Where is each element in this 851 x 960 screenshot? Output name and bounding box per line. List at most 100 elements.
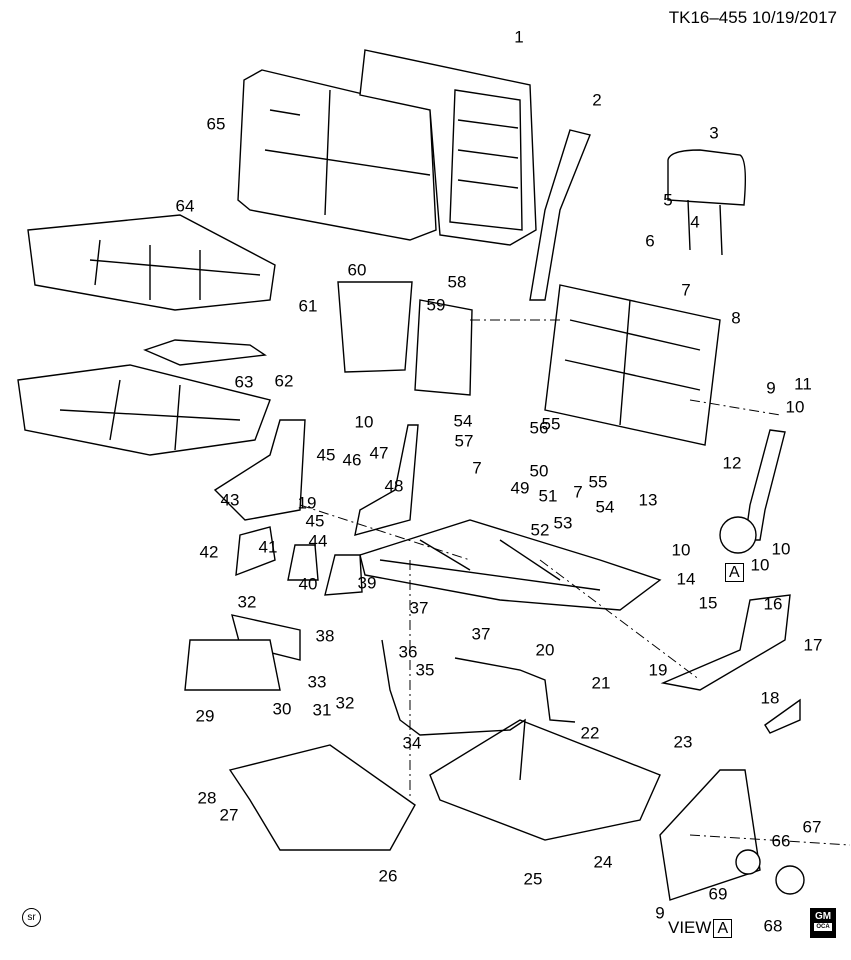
callout-14: 14 bbox=[676, 569, 696, 589]
callout-2: 2 bbox=[592, 90, 602, 110]
view-ref-box: A bbox=[713, 918, 733, 938]
hinge-bracket-part bbox=[354, 424, 419, 536]
callout-37: 37 bbox=[471, 624, 491, 644]
panel-38-part bbox=[231, 614, 301, 661]
callout-8: 8 bbox=[731, 308, 741, 328]
callout-22: 22 bbox=[580, 723, 600, 743]
callout-30: 30 bbox=[272, 699, 292, 719]
callout-7: 7 bbox=[681, 280, 691, 300]
callout-19: 19 bbox=[648, 660, 668, 680]
headrest-part bbox=[667, 149, 747, 206]
callout-39: 39 bbox=[357, 573, 377, 593]
cover-42-part bbox=[235, 526, 276, 577]
callout-53: 53 bbox=[553, 513, 573, 533]
callout-66: 66 bbox=[771, 831, 791, 851]
callout-10: 10 bbox=[354, 412, 374, 432]
view-prefix: VIEW bbox=[668, 918, 712, 937]
callout-69: 69 bbox=[708, 884, 728, 904]
callout-56: 56 bbox=[529, 418, 549, 438]
detail-reference-a: A bbox=[725, 563, 744, 582]
callout-29: 29 bbox=[195, 706, 215, 726]
callout-28: 28 bbox=[197, 788, 217, 808]
callout-43: 43 bbox=[220, 490, 240, 510]
callout-62: 62 bbox=[274, 371, 294, 391]
callout-37: 37 bbox=[409, 598, 429, 618]
callout-60: 60 bbox=[347, 260, 367, 280]
callout-9: 9 bbox=[766, 378, 776, 398]
callout-7: 7 bbox=[472, 458, 482, 478]
callout-47: 47 bbox=[369, 443, 389, 463]
armrest-panel-part bbox=[337, 281, 413, 373]
callout-57: 57 bbox=[454, 431, 474, 451]
callout-1: 1 bbox=[514, 27, 524, 47]
callout-35: 35 bbox=[415, 660, 435, 680]
seat-frame-part bbox=[359, 519, 662, 611]
seatback-pad-part bbox=[359, 49, 537, 246]
callout-18: 18 bbox=[760, 688, 780, 708]
seatback-cover-part bbox=[237, 69, 437, 241]
heater-pad-part bbox=[143, 339, 267, 366]
callout-61: 61 bbox=[298, 296, 318, 316]
callout-24: 24 bbox=[593, 852, 613, 872]
callout-9: 9 bbox=[655, 903, 665, 923]
callout-68: 68 bbox=[763, 916, 783, 936]
callout-58: 58 bbox=[447, 272, 467, 292]
callout-10: 10 bbox=[750, 555, 770, 575]
callout-45: 45 bbox=[305, 511, 325, 531]
callout-5: 5 bbox=[663, 190, 673, 210]
cover-39-part bbox=[324, 554, 363, 596]
side-shield-part bbox=[213, 419, 306, 521]
handle-17-part bbox=[764, 698, 801, 734]
callout-16: 16 bbox=[763, 594, 783, 614]
callout-21: 21 bbox=[591, 673, 611, 693]
outer-trim-16-part bbox=[660, 594, 791, 691]
seat-cushion-pad-part bbox=[17, 364, 271, 456]
cable-34-part bbox=[381, 639, 526, 781]
callout-36: 36 bbox=[398, 642, 418, 662]
seat-cushion-cover-part bbox=[27, 214, 276, 311]
callout-10: 10 bbox=[671, 540, 691, 560]
document-id: TK16–455 bbox=[668, 8, 748, 27]
cover-30-part bbox=[184, 639, 281, 691]
callout-33: 33 bbox=[307, 672, 327, 692]
sr-badge: sr bbox=[22, 908, 41, 927]
callout-31: 31 bbox=[312, 700, 332, 720]
callout-15: 15 bbox=[698, 593, 718, 613]
callout-19: 19 bbox=[297, 493, 317, 513]
callout-48: 48 bbox=[384, 476, 404, 496]
callout-42: 42 bbox=[199, 542, 219, 562]
callout-45: 45 bbox=[316, 445, 336, 465]
callout-17: 17 bbox=[803, 635, 823, 655]
view-a-caption: VIEW A bbox=[668, 918, 733, 938]
callout-4: 4 bbox=[690, 212, 700, 232]
callout-6: 6 bbox=[645, 231, 655, 251]
callout-34: 34 bbox=[402, 733, 422, 753]
document-header: TK16–455 10/19/2017 bbox=[669, 8, 837, 28]
callout-40: 40 bbox=[298, 574, 318, 594]
bracket-40-part bbox=[287, 544, 319, 581]
callout-65: 65 bbox=[206, 114, 226, 134]
seat-belt-part bbox=[529, 129, 591, 301]
callout-54: 54 bbox=[453, 411, 473, 431]
callout-63: 63 bbox=[234, 372, 254, 392]
callout-13: 13 bbox=[638, 490, 658, 510]
document-date: 10/19/2017 bbox=[751, 8, 837, 27]
callout-20: 20 bbox=[535, 640, 555, 660]
callout-26: 26 bbox=[378, 866, 398, 886]
floor-base-26-part bbox=[228, 744, 416, 851]
callout-46: 46 bbox=[342, 450, 362, 470]
callout-55: 55 bbox=[588, 472, 608, 492]
callout-32: 32 bbox=[335, 693, 355, 713]
recliner-frame-part bbox=[744, 429, 786, 541]
tray-23-part bbox=[429, 719, 661, 841]
callout-25: 25 bbox=[523, 869, 543, 889]
callout-3: 3 bbox=[709, 123, 719, 143]
armrest-trim-part bbox=[414, 299, 473, 396]
callout-23: 23 bbox=[673, 732, 693, 752]
callout-52: 52 bbox=[530, 520, 550, 540]
callout-59: 59 bbox=[426, 295, 446, 315]
view-a-detail-part bbox=[659, 769, 761, 901]
